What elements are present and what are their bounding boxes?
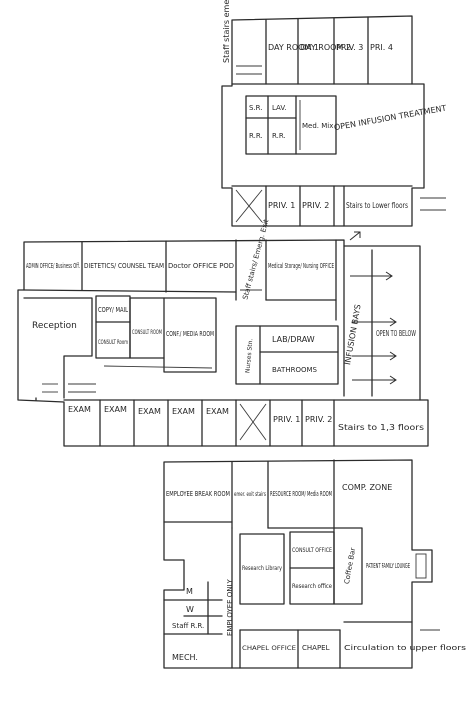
room-label-bot-m: M (186, 587, 193, 596)
middle-floor-plan (17, 231, 429, 447)
room-label-mid-exam-3: EXAM (138, 407, 161, 416)
room-label-mid-exam-4: EXAM (172, 407, 195, 416)
room-label-top-day-room-2: DAY ROOM 2 (300, 43, 351, 52)
room-label-mid-doctor-pod: Doctor OFFICE POD (168, 262, 234, 270)
room-label-bot-resource-media: RESOURCE ROOM/ Media ROOM (270, 490, 332, 498)
room-label-top-med-mix: Med. Mix (302, 122, 333, 130)
room-label-mid-medical-storage: Medical Storage/ Nursing OFFICE (268, 262, 334, 270)
room-label-mid-priv-1: PRIV. 1 (273, 415, 300, 424)
room-label-mid-stairs-1-3: Stairs to 1,3 floors (338, 423, 424, 432)
top-floor-plan (221, 15, 446, 227)
room-label-top-rr2: R.R. (272, 132, 286, 140)
room-label-bot-w: W (186, 605, 194, 614)
room-label-bot-consult-office: CONSULT OFFICE (292, 547, 332, 554)
room-label-mid-lab-draw: LAB/DRAW (272, 335, 315, 344)
room-label-mid-nurses-stn: Nurses Stn. (244, 338, 254, 373)
room-label-mid-conf-media: CONF./ MEDIA ROOM (166, 330, 214, 338)
room-label-bot-coffee-bar: Coffee Bar (343, 547, 357, 585)
room-label-top-staff-stairs: Staff stairs emer. exit (222, 0, 231, 63)
room-label-bot-chapel: CHAPEL (302, 644, 330, 652)
room-label-top-day-room-1: DAY ROOM 1 (268, 43, 319, 52)
room-label-bot-research-library: Research Library (242, 565, 282, 572)
room-label-mid-exam-2: EXAM (104, 405, 127, 414)
room-label-top-lav: LAV. (272, 104, 287, 112)
room-label-top-stairs-lower: Stairs to Lower floors (346, 201, 408, 210)
room-label-top-open-infusion: OPEN INFUSION TREATMENT (333, 104, 447, 133)
room-label-top-sr: S.R. (249, 104, 263, 112)
room-label-mid-priv-2: PRIV. 2 (305, 415, 332, 424)
room-label-bot-staff-rr: Staff R.R. (172, 622, 204, 630)
room-label-top-pri-4: PRI. 4 (370, 43, 393, 52)
room-label-top-priv-1: PRIV. 1 (268, 201, 295, 210)
room-label-mid-copy-mail: COPY/ MAIL (98, 306, 128, 314)
room-label-top-priv-2: PRIV. 2 (302, 201, 329, 210)
room-label-mid-exam-5: EXAM (206, 407, 229, 416)
room-label-bot-chapel-office: CHAPEL OFFICE (242, 645, 296, 652)
room-label-bot-research-office: Research office (292, 583, 332, 590)
room-label-mid-consult-room-a: CONSULT Room (98, 339, 128, 346)
room-label-top-priv-3: PRIV. 3 (336, 43, 363, 52)
room-label-bot-patient-family-lounge: PATIENT FAMILY LOUNGE (366, 562, 410, 570)
room-label-mid-open-below: OPEN TO BELOW (376, 329, 416, 338)
room-label-mid-dietetics: DIETETICS/ COUNSEL TEAM (84, 262, 164, 270)
room-label-bot-circulation: Circulation to upper floors (344, 644, 466, 652)
room-label-mid-exam-1: EXAM (68, 405, 91, 414)
room-label-bot-employee-only: EMPLOYEE ONLY (226, 578, 234, 636)
room-label-mid-admin-office: ADMIN OFFICE/ Business Off. (26, 262, 80, 270)
room-label-bot-emer-exit-stairs: emer. exit stairs (234, 491, 266, 498)
room-label-mid-reception: Reception (32, 321, 77, 331)
bottom-floor-plan (163, 459, 440, 669)
room-label-top-rr: R.R. (249, 132, 263, 140)
room-label-mid-consult-room-b: CONSULT ROOM (132, 329, 162, 336)
labels: Staff stairs emer. exit DAY ROOM 1 DAY R… (26, 0, 466, 662)
room-label-mid-bathrooms: BATHROOMS (272, 366, 318, 374)
room-label-bot-employee-break: EMPLOYEE BREAK ROOM (166, 490, 230, 498)
room-label-bot-comp-zone: COMP. ZONE (342, 483, 392, 492)
room-label-bot-mech: MECH. (172, 653, 198, 662)
